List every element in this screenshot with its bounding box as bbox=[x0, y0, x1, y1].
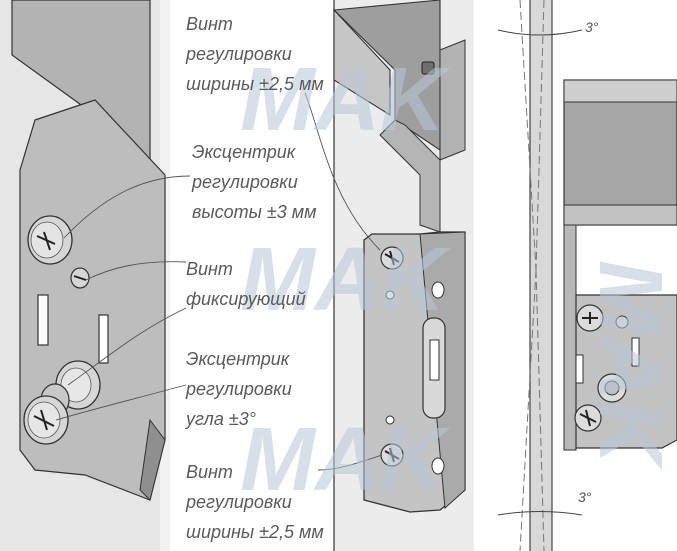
label-line: Винт bbox=[186, 259, 233, 279]
fixing-screw-icon bbox=[70, 267, 90, 289]
width-screw-top-icon bbox=[380, 246, 404, 270]
label-width-screw-top: Винт регулировки ширины ±2,5 мм bbox=[185, 14, 324, 94]
watermark-text: MAK bbox=[580, 260, 677, 471]
width-screw-bottom-icon bbox=[380, 443, 404, 467]
watermark-text: MAK bbox=[240, 230, 451, 330]
label-line: регулировки bbox=[185, 44, 292, 64]
leader-lines-middle bbox=[304, 92, 383, 471]
label-line: Винт bbox=[186, 14, 233, 34]
label-line: Эксцентрик bbox=[186, 349, 291, 369]
label-line: ширины ±2,5 мм bbox=[186, 522, 324, 542]
label-line: регулировки bbox=[185, 379, 292, 399]
watermark-text: MAK bbox=[240, 50, 451, 150]
height-eccentric-icon bbox=[27, 215, 73, 265]
label-line: Винт bbox=[186, 462, 233, 482]
leader-lines-left bbox=[55, 175, 191, 421]
angle-label-top: 3° bbox=[585, 19, 599, 35]
label-angle-eccentric: Эксцентрик регулировки угла ±3° bbox=[184, 349, 292, 429]
label-line: угла ±3° bbox=[184, 409, 256, 429]
panel-side-view bbox=[497, 0, 677, 551]
watermark-text: MAK bbox=[240, 410, 451, 510]
label-width-screw-bottom: Винт регулировки ширины ±2,5 мм bbox=[185, 462, 324, 542]
label-line: ширины ±2,5 мм bbox=[186, 74, 324, 94]
panel-left-hinge bbox=[0, 0, 170, 551]
angle-eccentric-icon bbox=[23, 360, 101, 445]
label-fixing-screw: Винт фиксирующий bbox=[186, 259, 306, 309]
label-line: регулировки bbox=[185, 492, 292, 512]
angle-label-bottom: 3° bbox=[578, 489, 592, 505]
label-line: высоты ±3 мм bbox=[192, 202, 316, 222]
label-height-eccentric: Эксцентрик регулировки высоты ±3 мм bbox=[191, 142, 316, 222]
label-line: Эксцентрик bbox=[192, 142, 297, 162]
label-line: фиксирующий bbox=[186, 289, 306, 309]
label-line: регулировки bbox=[191, 172, 298, 192]
panel-middle-plate bbox=[332, 0, 474, 551]
watermark-group: MAK MAK MAK MAK bbox=[240, 50, 677, 510]
